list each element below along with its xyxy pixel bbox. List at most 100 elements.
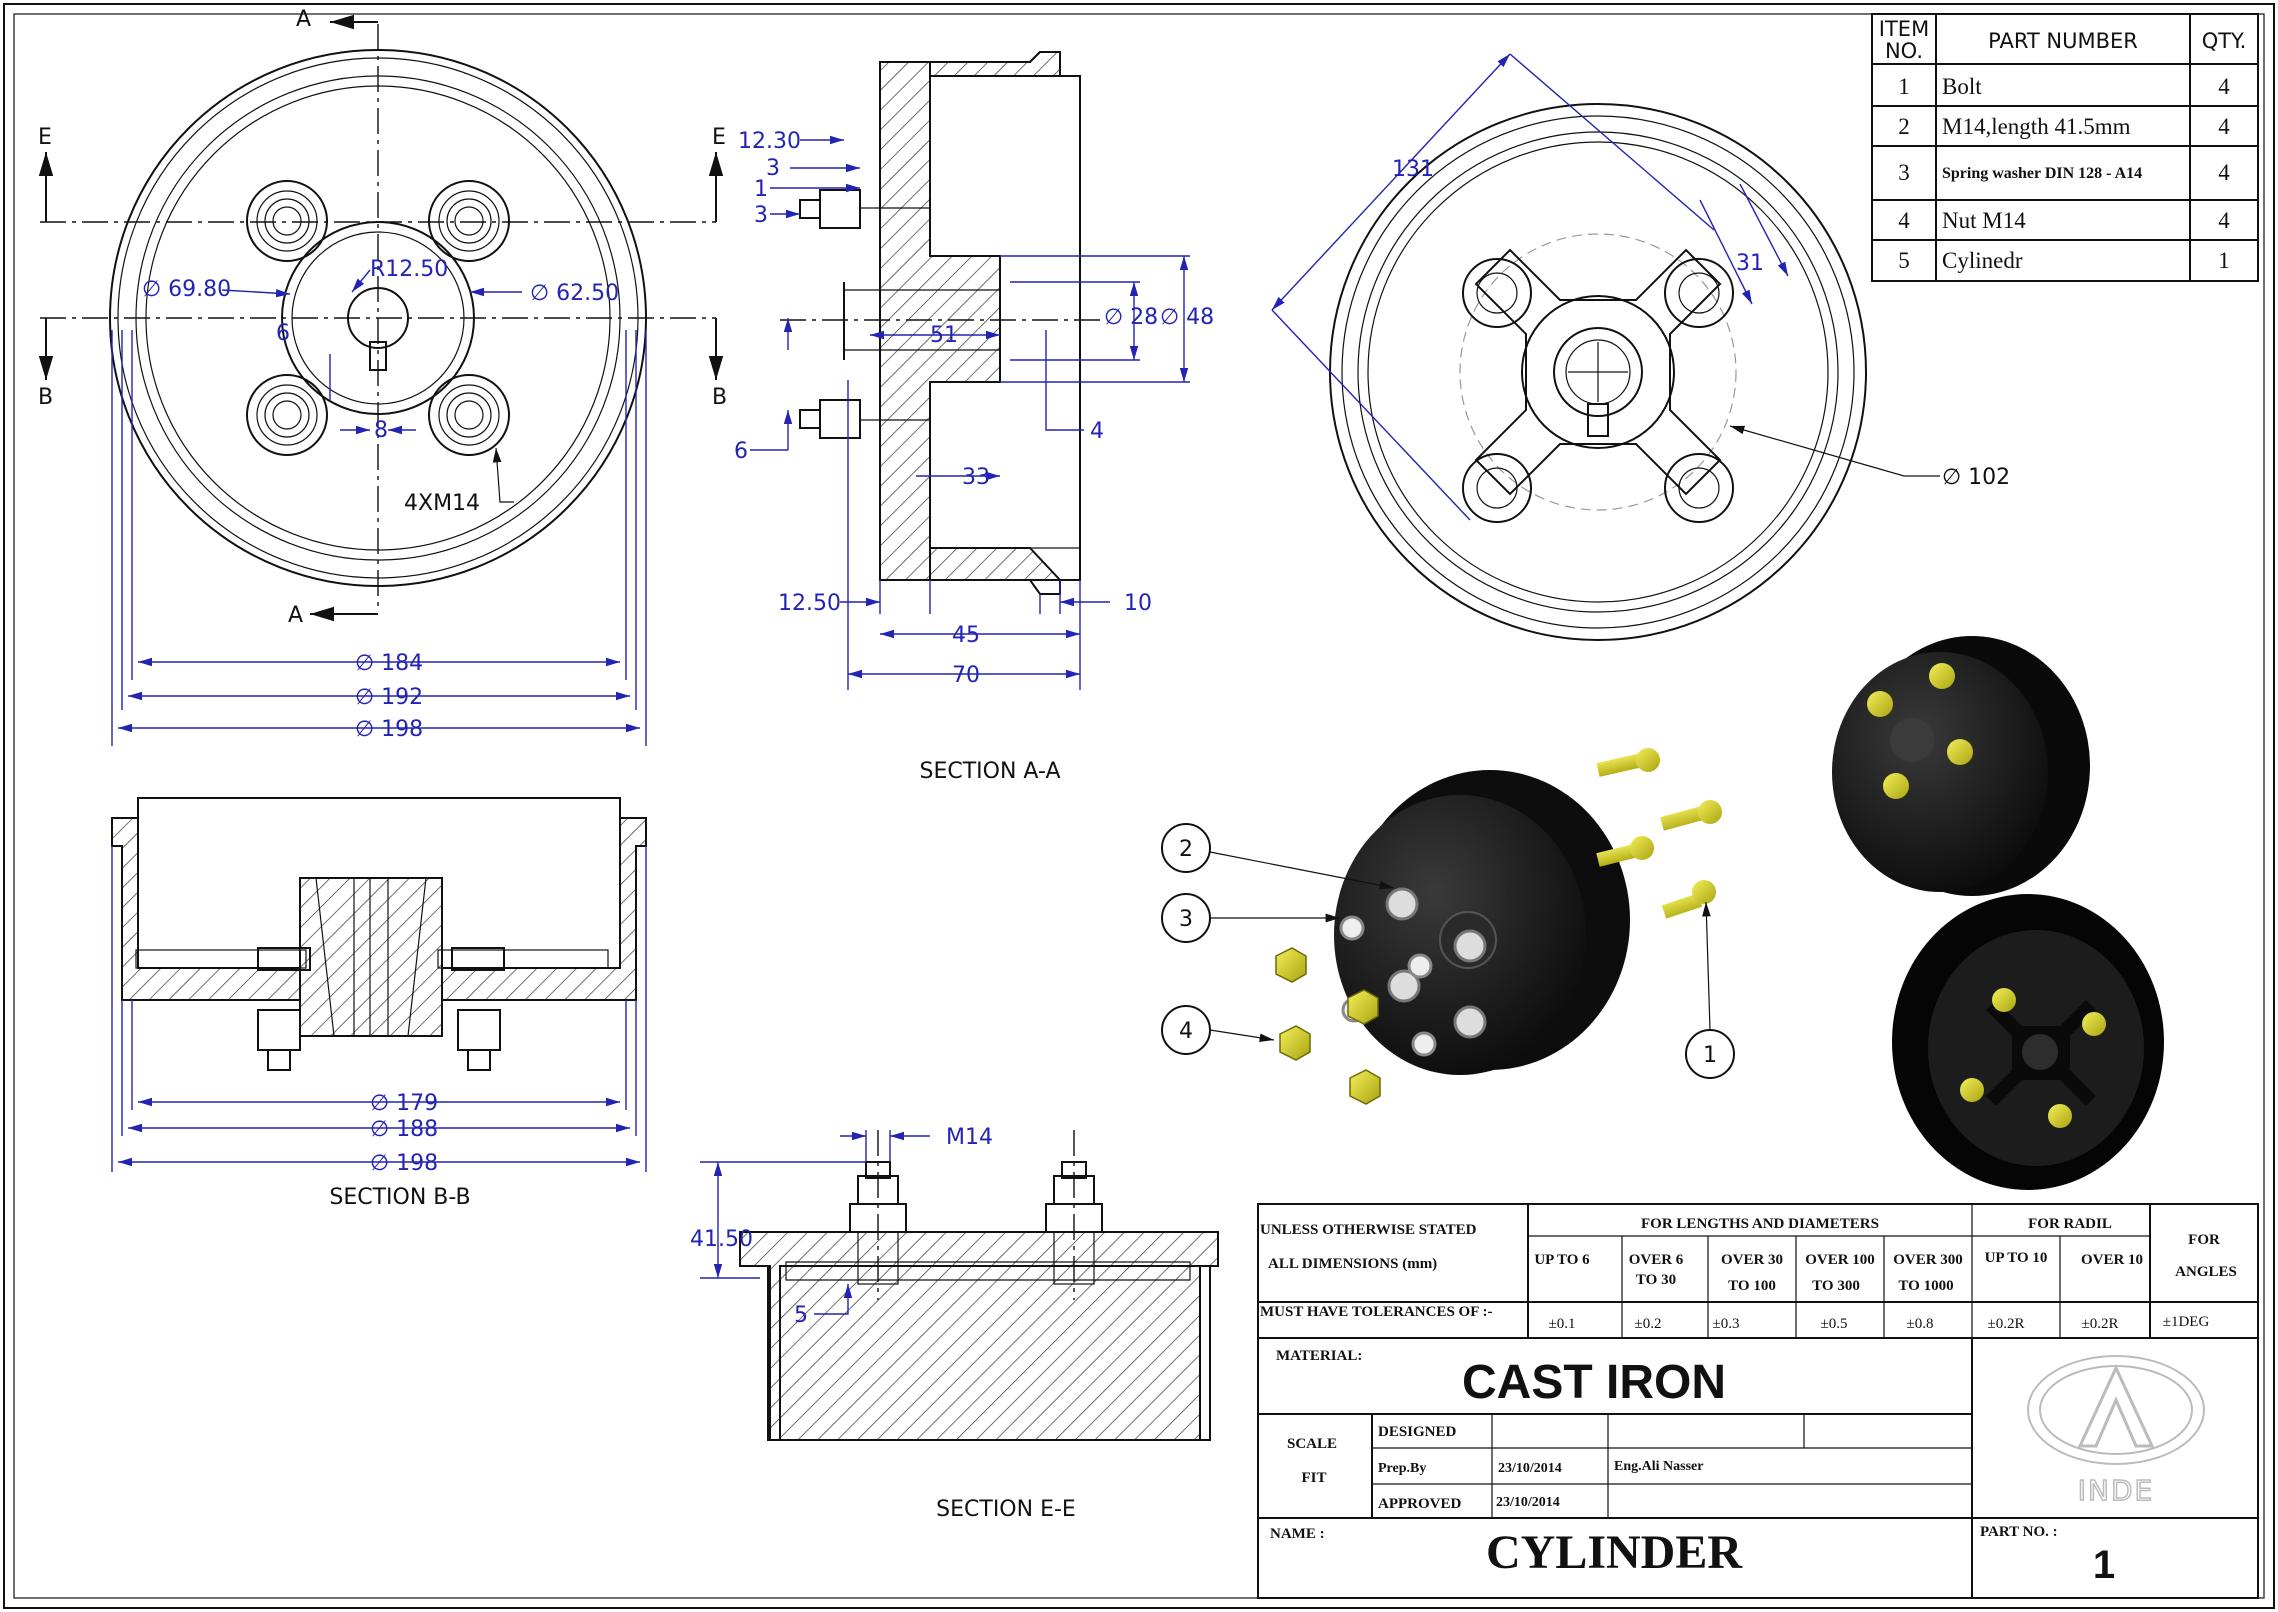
balloon-3: 3 <box>1179 907 1193 932</box>
tol-note: MUST HAVE TOLERANCES OF :- <box>1260 1304 1493 1320</box>
bom-header-qty: QTY. <box>2202 29 2247 53</box>
dim-12-50: 12.50 <box>778 591 841 616</box>
logo-text: INDE <box>2078 1474 2154 1507</box>
bom-row-item: 1 <box>1898 74 1910 99</box>
section-aa-title: SECTION A-A <box>920 759 1061 784</box>
designed-label: DESIGNED <box>1378 1424 1457 1440</box>
dim-r12-50: R12.50 <box>370 257 448 282</box>
cross-flange <box>1474 248 1722 496</box>
tol-radii-header: FOR RADIL <box>2028 1216 2112 1232</box>
dim-six: 6 <box>276 321 290 346</box>
dim-3a: 3 <box>766 156 780 181</box>
section-mark-a: A <box>288 603 303 628</box>
dim-51: 51 <box>930 323 958 348</box>
section-mark-b: B <box>712 385 727 410</box>
bom-row-qty: 4 <box>2218 74 2230 99</box>
section-bb-title: SECTION B-B <box>329 1185 470 1210</box>
tol-col-head: UP TO 6 <box>1534 1252 1590 1268</box>
dim-d188: ∅ 188 <box>370 1117 438 1142</box>
section-mark-e: E <box>38 125 52 150</box>
prep-name: Eng.Ali Nasser <box>1614 1459 1703 1474</box>
inner-border <box>13 13 2265 1599</box>
section-ee-view: M14 41.50 5 SECTION E-E <box>690 1125 1219 1522</box>
exploded-bolts <box>1596 748 1722 919</box>
bom-row-item: 4 <box>1898 208 1910 233</box>
dim-4: 4 <box>1090 419 1104 444</box>
outer-border <box>3 3 2275 1609</box>
dim-12-30: 12.30 <box>738 129 801 154</box>
bom-row-part: Nut M14 <box>1942 208 2026 233</box>
dim-d198: ∅ 198 <box>355 717 423 742</box>
bom-row-part: Cylinedr <box>1942 248 2023 273</box>
scale-value: FIT <box>1301 1470 1326 1486</box>
material-label: MATERIAL: <box>1276 1348 1362 1364</box>
dim-31: 31 <box>1736 251 1764 276</box>
dim-3b: 3 <box>754 203 768 228</box>
tol-value: ±0.2 <box>1635 1316 1662 1332</box>
bom-row-item: 3 <box>1898 160 1910 185</box>
section-ee-hatch <box>739 1231 1219 1441</box>
dim-d192: ∅ 192 <box>355 685 423 710</box>
material-value: CAST IRON <box>1462 1356 1726 1409</box>
dim-d62-50: ∅ 62.50 <box>530 281 619 306</box>
bom-row-part: M14,length 41.5mm <box>1942 114 2131 139</box>
balloon-2: 2 <box>1179 837 1193 862</box>
section-mark-e: E <box>712 125 726 150</box>
part-name: CYLINDER <box>1486 1526 1743 1579</box>
dim-6: 6 <box>734 439 748 464</box>
dim-d184: ∅ 184 <box>355 651 423 676</box>
dim-d69-80: ∅ 69.80 <box>142 277 231 302</box>
section-bb-view: ∅ 179 ∅ 188 ∅ 198 SECTION B-B <box>111 797 647 1210</box>
prep-by-label: Prep.By <box>1378 1461 1426 1476</box>
balloon-1: 1 <box>1703 1043 1717 1068</box>
company-logo: INDE <box>2027 1355 2205 1508</box>
tol-value: ±0.3 <box>1713 1316 1740 1332</box>
section-ee-title: SECTION E-E <box>936 1497 1076 1522</box>
bom-row-item: 2 <box>1898 114 1910 139</box>
tol-col-head: TO 30 <box>1636 1272 1676 1288</box>
front-view: A A E E B B ∅ 69.80 R12.50 ∅ 62.50 6 8 4… <box>38 7 727 746</box>
bom-row-qty: 4 <box>2218 160 2230 185</box>
dim-131: 131 <box>1392 157 1434 182</box>
bom-frame <box>1871 13 2259 282</box>
dim-eight: 8 <box>374 418 388 443</box>
tol-lengths-header: FOR LENGTHS AND DIAMETERS <box>1641 1216 1879 1232</box>
dim-holes: 4XM14 <box>404 491 480 516</box>
dim-70: 70 <box>952 663 980 688</box>
tol-col-head: TO 1000 <box>1898 1278 1953 1294</box>
bom-header-part: PART NUMBER <box>1988 29 2138 53</box>
dim-10: 10 <box>1124 591 1152 616</box>
tol-col-head: OVER 10 <box>2081 1252 2143 1268</box>
tol-value: ±0.8 <box>1907 1316 1934 1332</box>
tol-value: ±0.5 <box>1821 1316 1848 1332</box>
bom-row-part: Spring washer DIN 128 - A14 <box>1942 165 2142 182</box>
title-block: MATERIAL: CAST IRON SCALE FIT DESIGNED P… <box>1257 1337 2259 1599</box>
tol-col-head: OVER 300 <box>1893 1252 1963 1268</box>
dim-41-50: 41.50 <box>690 1227 753 1252</box>
dim-d48: ∅ 48 <box>1160 305 1214 330</box>
dim-m14: M14 <box>946 1125 993 1150</box>
bom-row-part: Bolt <box>1942 74 1982 99</box>
section-aa-view: 12.30 3 1 3 51 ∅ 28 ∅ 48 6 4 33 12.50 10 <box>734 51 1214 784</box>
tol-col-head: TO 300 <box>1812 1278 1860 1294</box>
iso-view-bottom <box>1892 894 2164 1190</box>
bolt-holes <box>246 180 510 456</box>
tol-value: ±1DEG <box>2163 1314 2210 1330</box>
section-aa-hatch <box>879 61 1001 581</box>
right-view: 131 31 ∅ 102 <box>1271 53 2010 641</box>
bom-row-qty: 4 <box>2218 114 2230 139</box>
tolerance-table: UNLESS OTHERWISE STATED ALL DIMENSIONS (… <box>1257 1203 2259 1339</box>
dim-33: 33 <box>962 465 990 490</box>
tol-col-head: OVER 30 <box>1721 1252 1783 1268</box>
name-label: NAME : <box>1270 1526 1325 1542</box>
approved-date: 23/10/2014 <box>1496 1495 1560 1510</box>
iso-view-top <box>1832 636 2090 896</box>
bom-row-qty: 1 <box>2218 248 2230 273</box>
dim-d198: ∅ 198 <box>370 1151 438 1176</box>
tol-angles-header: ANGLES <box>2175 1264 2237 1280</box>
tol-col-head: TO 100 <box>1728 1278 1776 1294</box>
tol-angles-header: FOR <box>2188 1232 2220 1248</box>
approved-label: APPROVED <box>1378 1496 1461 1512</box>
tol-col-head: OVER 6 <box>1629 1252 1684 1268</box>
